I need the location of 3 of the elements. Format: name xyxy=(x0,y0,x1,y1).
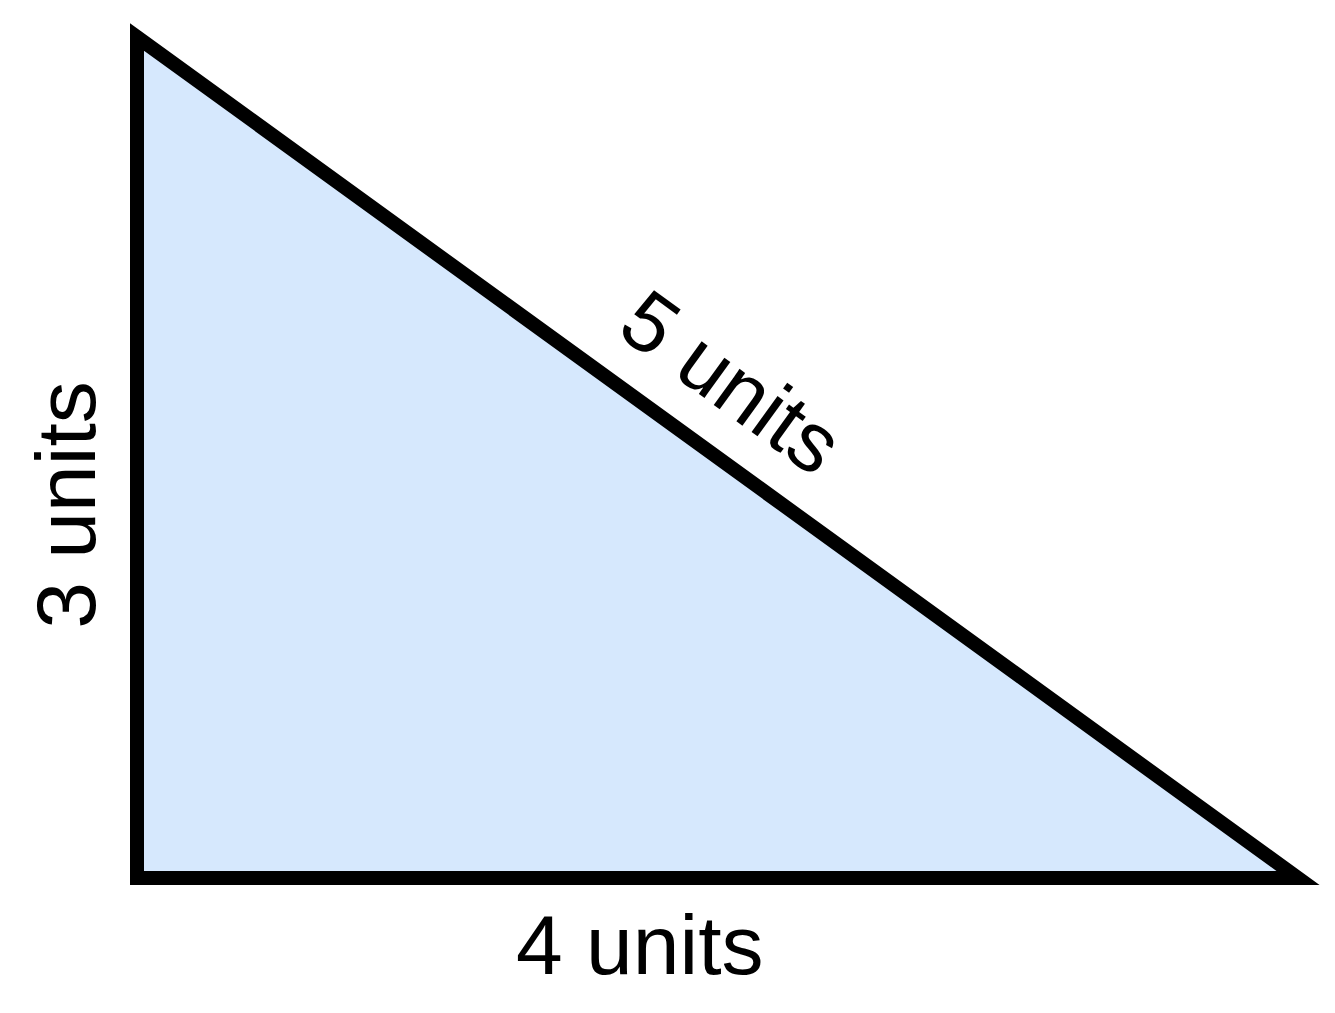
dimension-label: 3 units xyxy=(23,381,108,629)
dimension-label: 5 units xyxy=(606,275,857,489)
dimension-label: 4 units xyxy=(516,903,764,987)
